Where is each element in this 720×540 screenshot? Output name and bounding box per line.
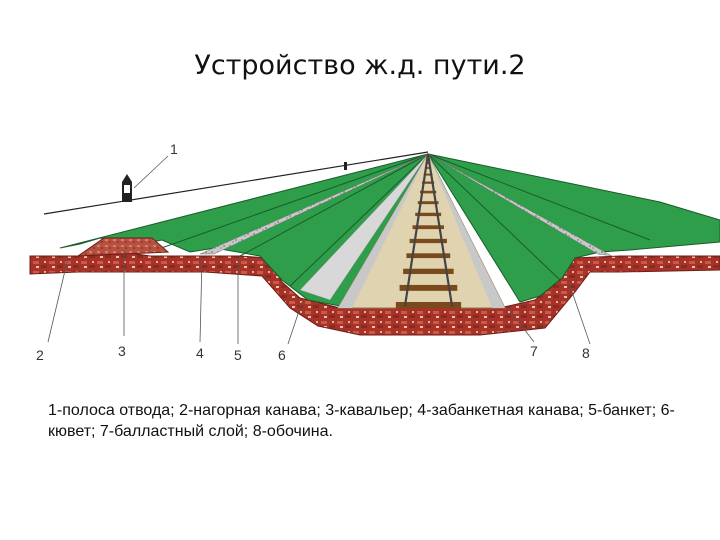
leader-lines xyxy=(47,155,591,345)
track xyxy=(395,153,462,309)
callout-4: 4 xyxy=(196,345,204,361)
sleeper xyxy=(417,201,439,205)
sleeper xyxy=(403,268,454,275)
sleeper xyxy=(420,190,437,194)
small-post-icon xyxy=(344,162,347,170)
boundary-post-icon xyxy=(122,174,132,202)
slide-title: Устройство ж.д. пути.2 xyxy=(194,50,526,81)
left-ditch-strip xyxy=(199,153,429,255)
sleeper xyxy=(415,212,442,217)
callout-8: 8 xyxy=(582,345,590,361)
sleeper xyxy=(409,238,447,244)
right-ditch-strip xyxy=(427,153,613,257)
callout-6: 6 xyxy=(278,347,286,363)
rail-left xyxy=(403,153,430,307)
kavalier-mound xyxy=(76,237,170,257)
legend-caption: 1-полоса отвода; 2-нагорная канава; 3-ка… xyxy=(48,402,675,440)
sleeper xyxy=(423,173,433,176)
sleeper xyxy=(425,167,431,169)
callout-2: 2 xyxy=(36,347,44,363)
ballast-edge-left xyxy=(338,154,428,308)
sleeper xyxy=(412,225,444,230)
rail-right xyxy=(426,153,454,307)
ballast-edge-right xyxy=(428,154,505,308)
sleeper xyxy=(422,181,435,184)
right-of-way-line xyxy=(43,151,429,215)
callout-5: 5 xyxy=(234,347,242,363)
sleeper xyxy=(426,162,430,164)
callout-7: 7 xyxy=(530,343,538,359)
sleeper xyxy=(395,302,462,309)
railway-cross-section-diagram: 1 2 3 4 5 6 7 8 xyxy=(29,141,720,363)
callout-1: 1 xyxy=(170,141,178,157)
sleeper xyxy=(406,253,451,259)
left-gutter-strip xyxy=(299,153,429,301)
sleeper xyxy=(399,284,458,291)
callout-3: 3 xyxy=(118,343,126,359)
